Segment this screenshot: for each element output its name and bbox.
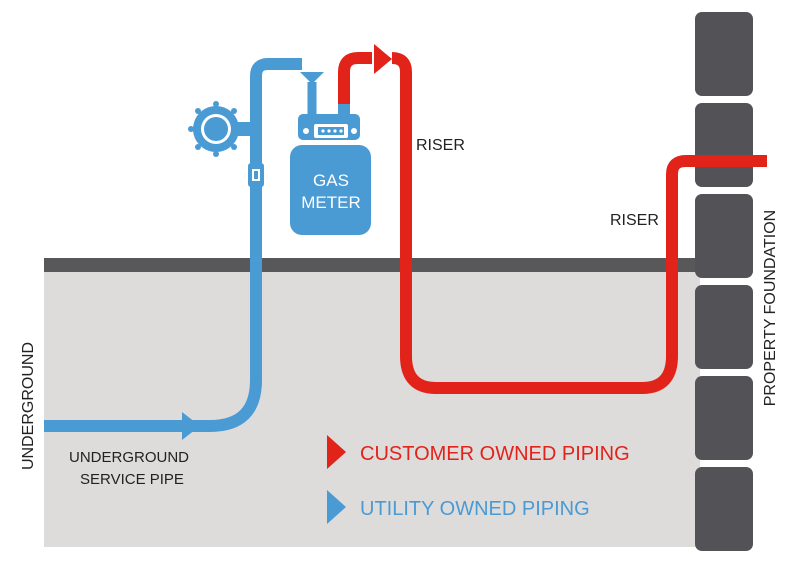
service-pipe-label-line1: UNDERGROUND (69, 449, 189, 466)
shutoff-valve (248, 163, 264, 187)
gas-meter-label-line1: GAS (313, 171, 349, 190)
foundation-block (695, 467, 753, 551)
grade-line (44, 258, 704, 272)
foundation-block (695, 285, 753, 369)
meter-inlet-arrow (300, 72, 324, 84)
foundation-block (695, 194, 753, 278)
customer-pipe (338, 52, 372, 104)
property-foundation-label: PROPERTY FOUNDATION (762, 210, 779, 406)
utility-legend-icon (327, 490, 346, 524)
foundation-block (695, 12, 753, 96)
underground-area (44, 270, 700, 547)
foundation-block (695, 376, 753, 460)
legend-customer-label: CUSTOMER OWNED PIPING (360, 443, 630, 465)
legend: CUSTOMER OWNED PIPING UTILITY OWNED PIPI… (327, 435, 630, 524)
property-foundation (695, 12, 753, 551)
customer-legend-icon (327, 435, 346, 469)
service-pipe-arrow (182, 412, 200, 440)
foundation-block (695, 103, 753, 187)
riser-label-upper: RISER (416, 137, 465, 154)
gas-meter-label-line2: METER (301, 193, 361, 212)
riser-label-lower: RISER (610, 212, 659, 229)
customer-riser-pipe (391, 52, 767, 394)
legend-utility-label: UTILITY OWNED PIPING (360, 498, 590, 520)
pressure-regulator (188, 101, 258, 157)
meter-outlet-arrow (374, 44, 392, 74)
service-pipe-label-line2: SERVICE PIPE (80, 471, 184, 488)
utility-service-pipe (44, 58, 302, 432)
gas-meter (290, 104, 371, 235)
underground-side-label: UNDERGROUND (20, 342, 37, 470)
